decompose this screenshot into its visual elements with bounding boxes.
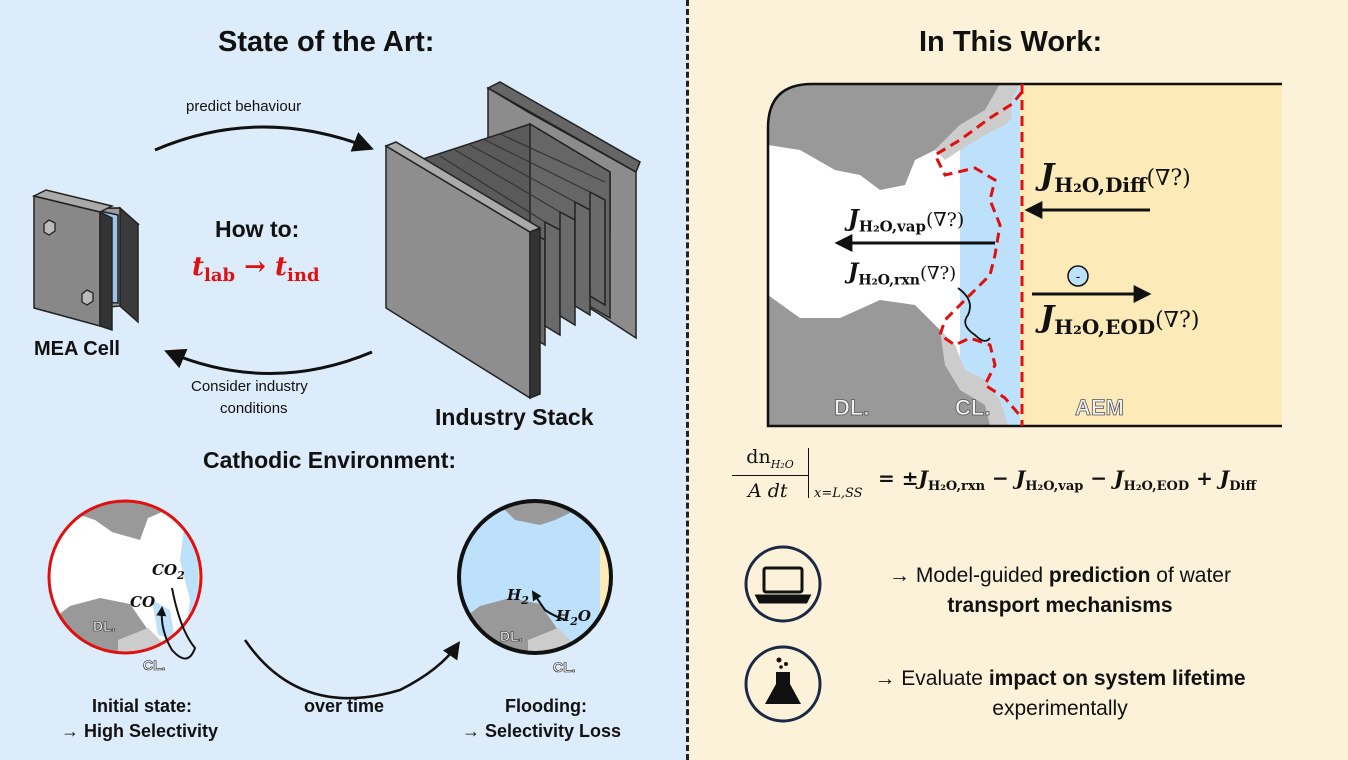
flooding-line1: Flooding:	[505, 696, 587, 716]
svg-text:CL.: CL.	[143, 657, 166, 673]
svg-text:DL.: DL.	[500, 628, 523, 644]
bullet-prediction: → Model-guided prediction of water trans…	[889, 564, 1231, 617]
over-time-arrow	[243, 639, 460, 700]
co-label: CO	[130, 593, 156, 611]
cathodic-environment-title: Cathodic Environment:	[203, 447, 457, 473]
predict-behaviour-label: predict behaviour	[186, 98, 302, 115]
co2-label: CO2	[152, 561, 185, 582]
panel-divider	[686, 0, 689, 760]
flask-icon	[765, 657, 801, 704]
laptop-icon-circle	[744, 545, 822, 623]
h2o-path	[531, 590, 566, 621]
j-vap-label: JH₂O,vap(∇?)	[848, 205, 965, 236]
laptop-icon	[754, 566, 812, 604]
predict-arrow	[154, 125, 374, 152]
flask-icon-circle	[744, 645, 822, 723]
initial-state-line2: → High Selectivity	[61, 721, 219, 741]
h2o-label: H2O	[556, 607, 591, 628]
j-diff-label: JH₂O,Diff(∇?)	[1040, 158, 1191, 197]
j-rxn-squiggle	[957, 287, 991, 342]
how-to-label: How to:	[215, 216, 300, 242]
over-time-label: over time	[304, 696, 385, 716]
svg-text:DL.: DL.	[93, 618, 116, 634]
initial-state-line1: Initial state:	[92, 696, 193, 716]
consider-arrow	[164, 348, 373, 375]
h2-label: H2	[507, 586, 529, 607]
conditions-label: conditions	[220, 400, 288, 417]
t-lab-to-t-ind: tlab → tind	[192, 252, 320, 287]
bullet-impact: → Evaluate impact on system lifetime exp…	[874, 667, 1246, 720]
svg-text:CL.: CL.	[553, 659, 576, 675]
svg-text:AEM: AEM	[1075, 395, 1124, 420]
state-of-the-art-title: State of the Art:	[218, 26, 435, 58]
svg-text:-: -	[1076, 268, 1081, 284]
mea-cell-label: MEA Cell	[34, 338, 120, 360]
right-graphics: - DL. CL. AEM	[744, 82, 1282, 723]
minus-charge-circle	[1067, 265, 1089, 287]
aem-box-outline	[766, 82, 1282, 428]
co2-path	[156, 587, 197, 660]
left-graphics: DL. CL. DL. CL.	[31, 81, 641, 700]
industry-stack-illustration	[384, 81, 641, 400]
in-this-work-title: In This Work:	[919, 26, 1103, 58]
flooding-line2: → Selectivity Loss	[462, 721, 622, 741]
svg-text:CL.: CL.	[955, 395, 990, 420]
flooding-circle	[459, 501, 611, 653]
j-eod-label: JH₂O,EOD(∇?)	[1040, 300, 1200, 339]
consider-industry-label: Consider industry	[191, 378, 308, 395]
svg-text:DL.: DL.	[834, 395, 869, 420]
j-rxn-label: JH₂O,rxn(∇?)	[848, 259, 957, 289]
cl-boundary-dashed	[933, 91, 1024, 419]
mea-cell-illustration	[31, 189, 140, 332]
industry-stack-label: Industry Stack	[435, 404, 594, 430]
